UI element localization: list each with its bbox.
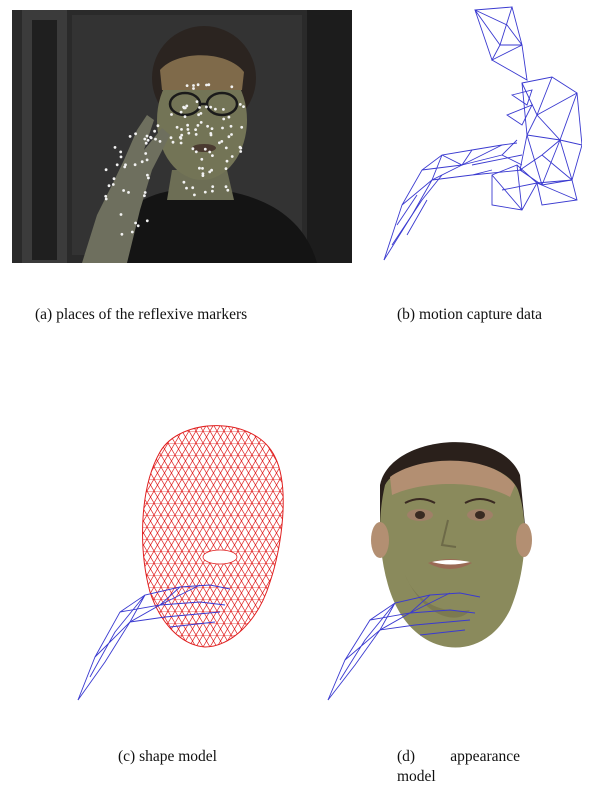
caption-c: (c) shape model bbox=[118, 747, 318, 767]
caption-d: (d) appearance model bbox=[397, 747, 520, 787]
caption-a: (a) places of the reflexive markers bbox=[35, 305, 335, 325]
shape-model-wireframe bbox=[70, 407, 310, 707]
appearance-model-render bbox=[320, 415, 580, 715]
caption-b: (b) motion capture data bbox=[397, 305, 575, 325]
photo-reflective-markers bbox=[12, 10, 352, 263]
motion-capture-wireframe bbox=[372, 5, 582, 267]
